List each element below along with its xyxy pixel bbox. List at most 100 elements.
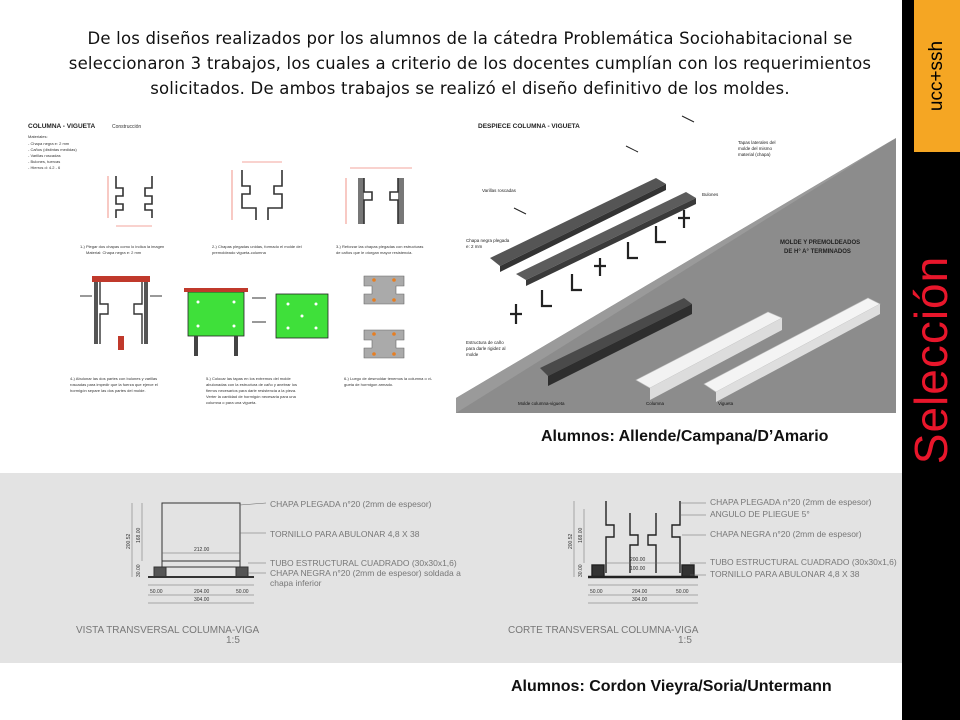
step6-caption-2: gueta de hormigon armado. <box>344 382 393 387</box>
step4-caption-2: roscadas para impedir que la fuerza que … <box>70 382 158 387</box>
exploded-view-drawing: DESPIECE COLUMNA - VIGUETA Tapas lateral… <box>456 108 896 413</box>
step4-caption: 4-) Abulonar las dos partes con bulones … <box>70 376 157 381</box>
note: CHAPA NEGRA n°20 (2mm de espesor) soldad… <box>270 568 461 578</box>
dim-text: 204.00 <box>632 589 648 595</box>
step3-caption: 3-) Reforzar las chapas plegadas con est… <box>336 244 423 249</box>
dim-text: 212.00 <box>194 547 210 553</box>
construction-sheet-drawing: COLUMNA - VIGUETA Construcción Materiale… <box>28 123 433 405</box>
technical-drawings: 212.00 50.00 204.00 50.00 304.00 200.52 … <box>76 497 897 646</box>
label-estructura-3: molde <box>466 352 479 357</box>
right-section-drawing <box>588 501 698 579</box>
note: TUBO ESTRUCTURAL CUADRADO (30x30x1,6) <box>270 558 457 568</box>
step2-profile <box>241 170 283 220</box>
dim-text: 200.00 <box>630 557 646 563</box>
dim-text: 200.52 <box>126 533 132 549</box>
label-tapas: Tapas laterales del <box>738 140 776 145</box>
caption-bottom: Alumnos: Cordon Vieyra/Soria/Untermann <box>511 678 832 695</box>
material-item: - Caños (distintas medidas) <box>28 147 77 152</box>
note: chapa inferior <box>270 578 322 588</box>
label-estructura: Estructura de caño <box>466 340 504 345</box>
label-chapa: Chapa negra plegada <box>466 238 510 243</box>
tapas-lines <box>513 115 695 215</box>
step1-profile <box>115 176 153 218</box>
right-view-title: CORTE TRANSVERSAL COLUMNA-VIGA <box>508 625 699 636</box>
dim-text: 204.00 <box>194 589 210 595</box>
step1-caption-material: Material: Chapa negra e: 2 mm <box>86 250 142 255</box>
label-vigueta: Vigueta <box>718 401 734 406</box>
right-view-scale: 1:5 <box>678 635 692 646</box>
dim-text: 30.00 <box>136 564 142 577</box>
ucc-ssh-tag: ucc+ssh <box>914 0 960 152</box>
section-title: Selección <box>905 255 957 465</box>
left-view-title: VISTA TRANSVERSAL COLUMNA-VIGA <box>76 625 260 636</box>
label-columna: Columna <box>646 401 665 406</box>
step5-caption-3: fierros necesarios para darle resistenci… <box>206 388 296 393</box>
materials-heading: Materiales: <box>28 134 48 139</box>
note: TORNILLO PARA ABULONAR 4,8 X 38 <box>710 569 860 579</box>
material-item: - Bulones, tuercas <box>28 159 60 164</box>
dim-text: 50.00 <box>150 589 163 595</box>
step2-dimensions <box>231 161 282 220</box>
construction-subtitle: Construcción <box>112 124 141 130</box>
exploded-title: DESPIECE COLUMNA - VIGUETA <box>478 123 580 130</box>
dim-text: 200.52 <box>568 533 574 549</box>
label-tapas-2: molde del mismo <box>738 146 773 151</box>
finished-pieces <box>635 297 881 402</box>
step4-caption-3: hormigón separe las dos partes del molde… <box>70 388 146 393</box>
exploded-view-image: DESPIECE COLUMNA - VIGUETA Tapas lateral… <box>456 108 896 413</box>
right-dimension-lines <box>573 501 706 604</box>
dim-text: 30.00 <box>578 564 584 577</box>
left-notes: CHAPA PLEGADA n°20 (2mm de espesor) TORN… <box>270 499 461 588</box>
dim-text: 304.00 <box>194 597 210 603</box>
step3-dimensions <box>345 167 412 224</box>
label-tapas-3: material (chapa) <box>738 152 771 157</box>
label-varillas: Varillas roscadas <box>482 188 517 193</box>
dim-text: 50.00 <box>676 589 689 595</box>
dim-text: 304.00 <box>632 597 648 603</box>
caption-top: Alumnos: Allende/Campana/D’Amario <box>541 428 829 445</box>
dim-text: 50.00 <box>590 589 603 595</box>
step3-profile <box>358 178 404 224</box>
step5-green-covers <box>184 288 329 356</box>
step5-caption: 5-) Colocar las tapas en los extremos de… <box>206 376 291 381</box>
construction-title: COLUMNA - VIGUETA <box>28 123 95 130</box>
construction-sheet-image: COLUMNA - VIGUETA Construcción Materiale… <box>20 108 456 418</box>
step6-caption: 6-) Luego de desmoldar tenemos la column… <box>344 376 433 381</box>
heading-moldes: MOLDE Y PREMOLDEADOS <box>780 240 860 246</box>
heading-moldes-2: DE H° A° TERMINADOS <box>784 249 851 255</box>
step4-bolted-mould <box>80 276 162 350</box>
note: CHAPA PLEGADA n°20 (2mm de espesor) <box>270 499 432 509</box>
step2-caption-2: premoldeado vigueta-columna <box>212 250 267 255</box>
left-dimensions: 212.00 50.00 204.00 50.00 304.00 200.52 … <box>126 527 249 603</box>
note: TUBO ESTRUCTURAL CUADRADO (30x30x1,6) <box>710 557 897 567</box>
exploded-profiles <box>510 210 690 324</box>
right-dimensions: 200.00 100.00 50.00 204.00 50.00 304.00 … <box>568 527 689 603</box>
dim-text: 168.00 <box>578 527 584 543</box>
label-chapa-2: e: 2 mm <box>466 244 483 249</box>
intro-paragraph: De los diseños realizados por los alumno… <box>68 29 872 98</box>
step6-concrete-pieces <box>363 275 405 359</box>
left-view-scale: 1:5 <box>226 635 240 646</box>
material-item: - Hierros d: 4.2 - 6 <box>28 165 61 170</box>
note: ANGULO DE PLIEGUE 5° <box>710 509 810 519</box>
dim-text: 168.00 <box>136 527 142 543</box>
step5-caption-2: abulonadas con la estructura de caño y a… <box>206 382 297 387</box>
step1-dimensions <box>107 176 152 227</box>
material-item: - Varillas roscadas <box>28 153 61 158</box>
note: TORNILLO PARA ABULONAR 4,8 X 38 <box>270 529 420 539</box>
dim-text: 100.00 <box>630 566 646 572</box>
note: CHAPA NEGRA n°20 (2mm de espesor) <box>710 529 862 539</box>
left-section-drawing <box>131 502 267 604</box>
step5-caption-4: Verter la cantidad de hormigón necesaria… <box>206 394 297 399</box>
label-estructura-2: para darle rigidez al <box>466 346 506 351</box>
label-molde: Molde columna-vigueta <box>518 401 565 406</box>
note: CHAPA PLEGADA n°20 (2mm de espesor) <box>710 497 872 507</box>
material-item: - Chapa negra e: 2 mm <box>28 141 70 146</box>
step5-caption-5: columna o para una vigueta. <box>206 400 256 405</box>
label-bulones: Bulones <box>702 192 719 197</box>
exploded-mould-parts <box>490 178 696 386</box>
step3-caption-2: de caños que le otorgan mayor resistenci… <box>336 250 413 255</box>
step1-caption: 1-) Plegar dos chapas como lo indica la … <box>80 244 164 249</box>
tag-label: ucc+ssh <box>926 40 947 112</box>
